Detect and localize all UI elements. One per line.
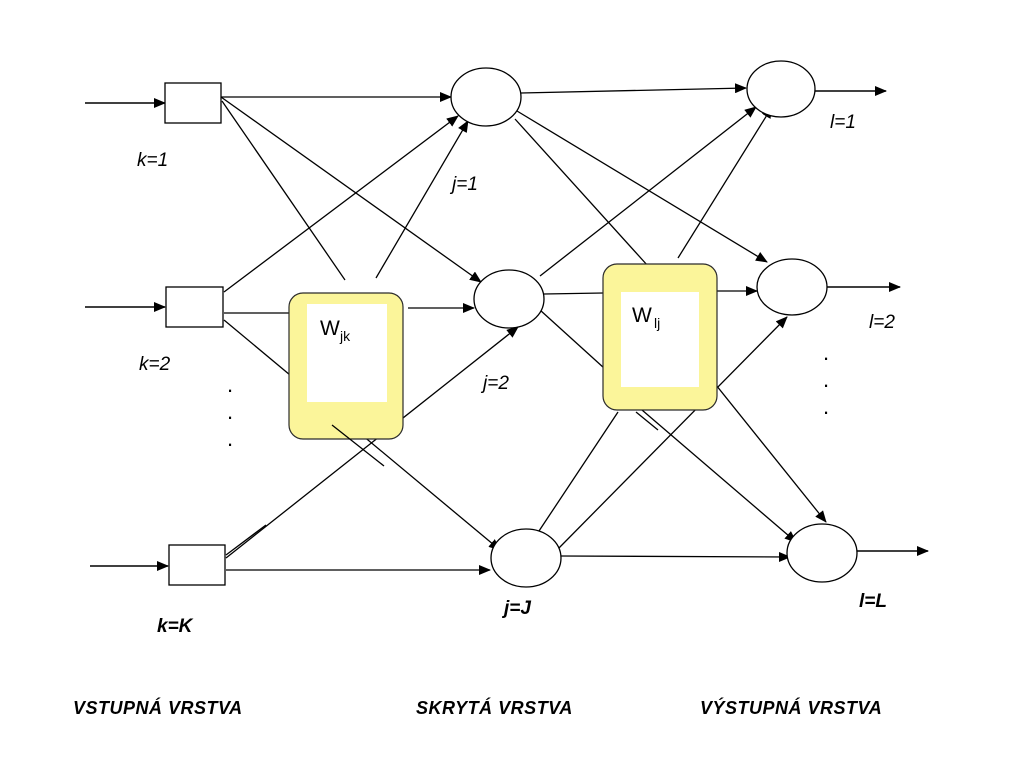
edge-j1-l2 [516,110,768,263]
label-jJ: j=J [501,598,531,619]
hidden-node-j2 [473,269,545,329]
label-lL: l=L [859,591,887,612]
edge-kK-j1 [375,120,469,279]
hidden-output-connections [514,83,827,562]
label-l2: l=2 [869,312,895,333]
label-l1: l=1 [830,112,856,133]
edge-cross-wjk-2 [225,524,267,556]
layer-title-input: VSTUPNÁ VRSTVA [73,697,243,718]
edge-k2-j1 [223,115,459,293]
output-node-lL [786,523,858,583]
output-ellipsis: . . . [823,340,829,419]
edge-l-cross-b [641,409,797,543]
weight-wlj-subscript: lj [654,315,660,331]
output-node-l2 [756,258,828,316]
ellipsis-dot: . [823,394,829,419]
edge-k1-jJ [221,100,346,281]
label-j2: j=2 [480,373,509,394]
hidden-node-j1 [450,67,522,127]
ellipsis-dot: . [823,367,829,392]
edge-l-cross-c [711,379,827,523]
edge-j1-l1 [520,83,747,94]
edge-jJ-lL [559,551,791,562]
edge-j1-lL [514,118,649,267]
ellipsis-dot: . [227,399,233,424]
label-j1: j=1 [449,174,478,195]
hidden-node-jJ [490,528,562,588]
edge-j2-l2 [543,292,604,295]
ellipsis-dot: . [227,426,233,451]
edge-jJ-l2 [555,316,788,552]
edge-l-cross-a [534,411,619,538]
output-layer [746,60,858,583]
label-k2: k=2 [139,354,171,375]
edge-kK-j2 [225,326,519,559]
edge-k1-j2 [220,96,482,283]
weight-wlj-symbol: W [632,304,652,327]
hidden-layer [450,67,562,588]
edge-cross-wjk [331,424,385,467]
layer-title-output: VÝSTUPNÁ VRSTVA [700,697,882,718]
layer-title-hidden: SKRYTÁ VRSTVA [416,697,573,718]
weight-wjk-subscript: jk [339,328,351,344]
input-node-kK [168,544,226,586]
input-ellipsis: . . . [227,372,233,451]
input-layer [164,82,226,586]
edge-jJ-l1 [677,106,773,259]
weight-wjk-symbol: W [320,317,340,340]
output-node-l1 [746,60,816,118]
input-node-k2 [165,286,224,328]
edge-j2-lL [539,309,605,369]
label-k1: k=1 [137,150,168,171]
weight-box-wlj: W lj [602,263,718,411]
ellipsis-dot: . [823,340,829,365]
edge-j2-l1 [539,106,757,277]
crossing-lines [225,411,659,556]
input-arrows [85,98,169,571]
edge-cross-wlj [635,411,659,431]
label-kK: k=K [157,616,194,637]
ellipsis-dot: . [227,372,233,397]
weight-box-wjk: W jk [288,292,404,440]
output-arrows [815,86,929,556]
input-node-k1 [164,82,222,124]
